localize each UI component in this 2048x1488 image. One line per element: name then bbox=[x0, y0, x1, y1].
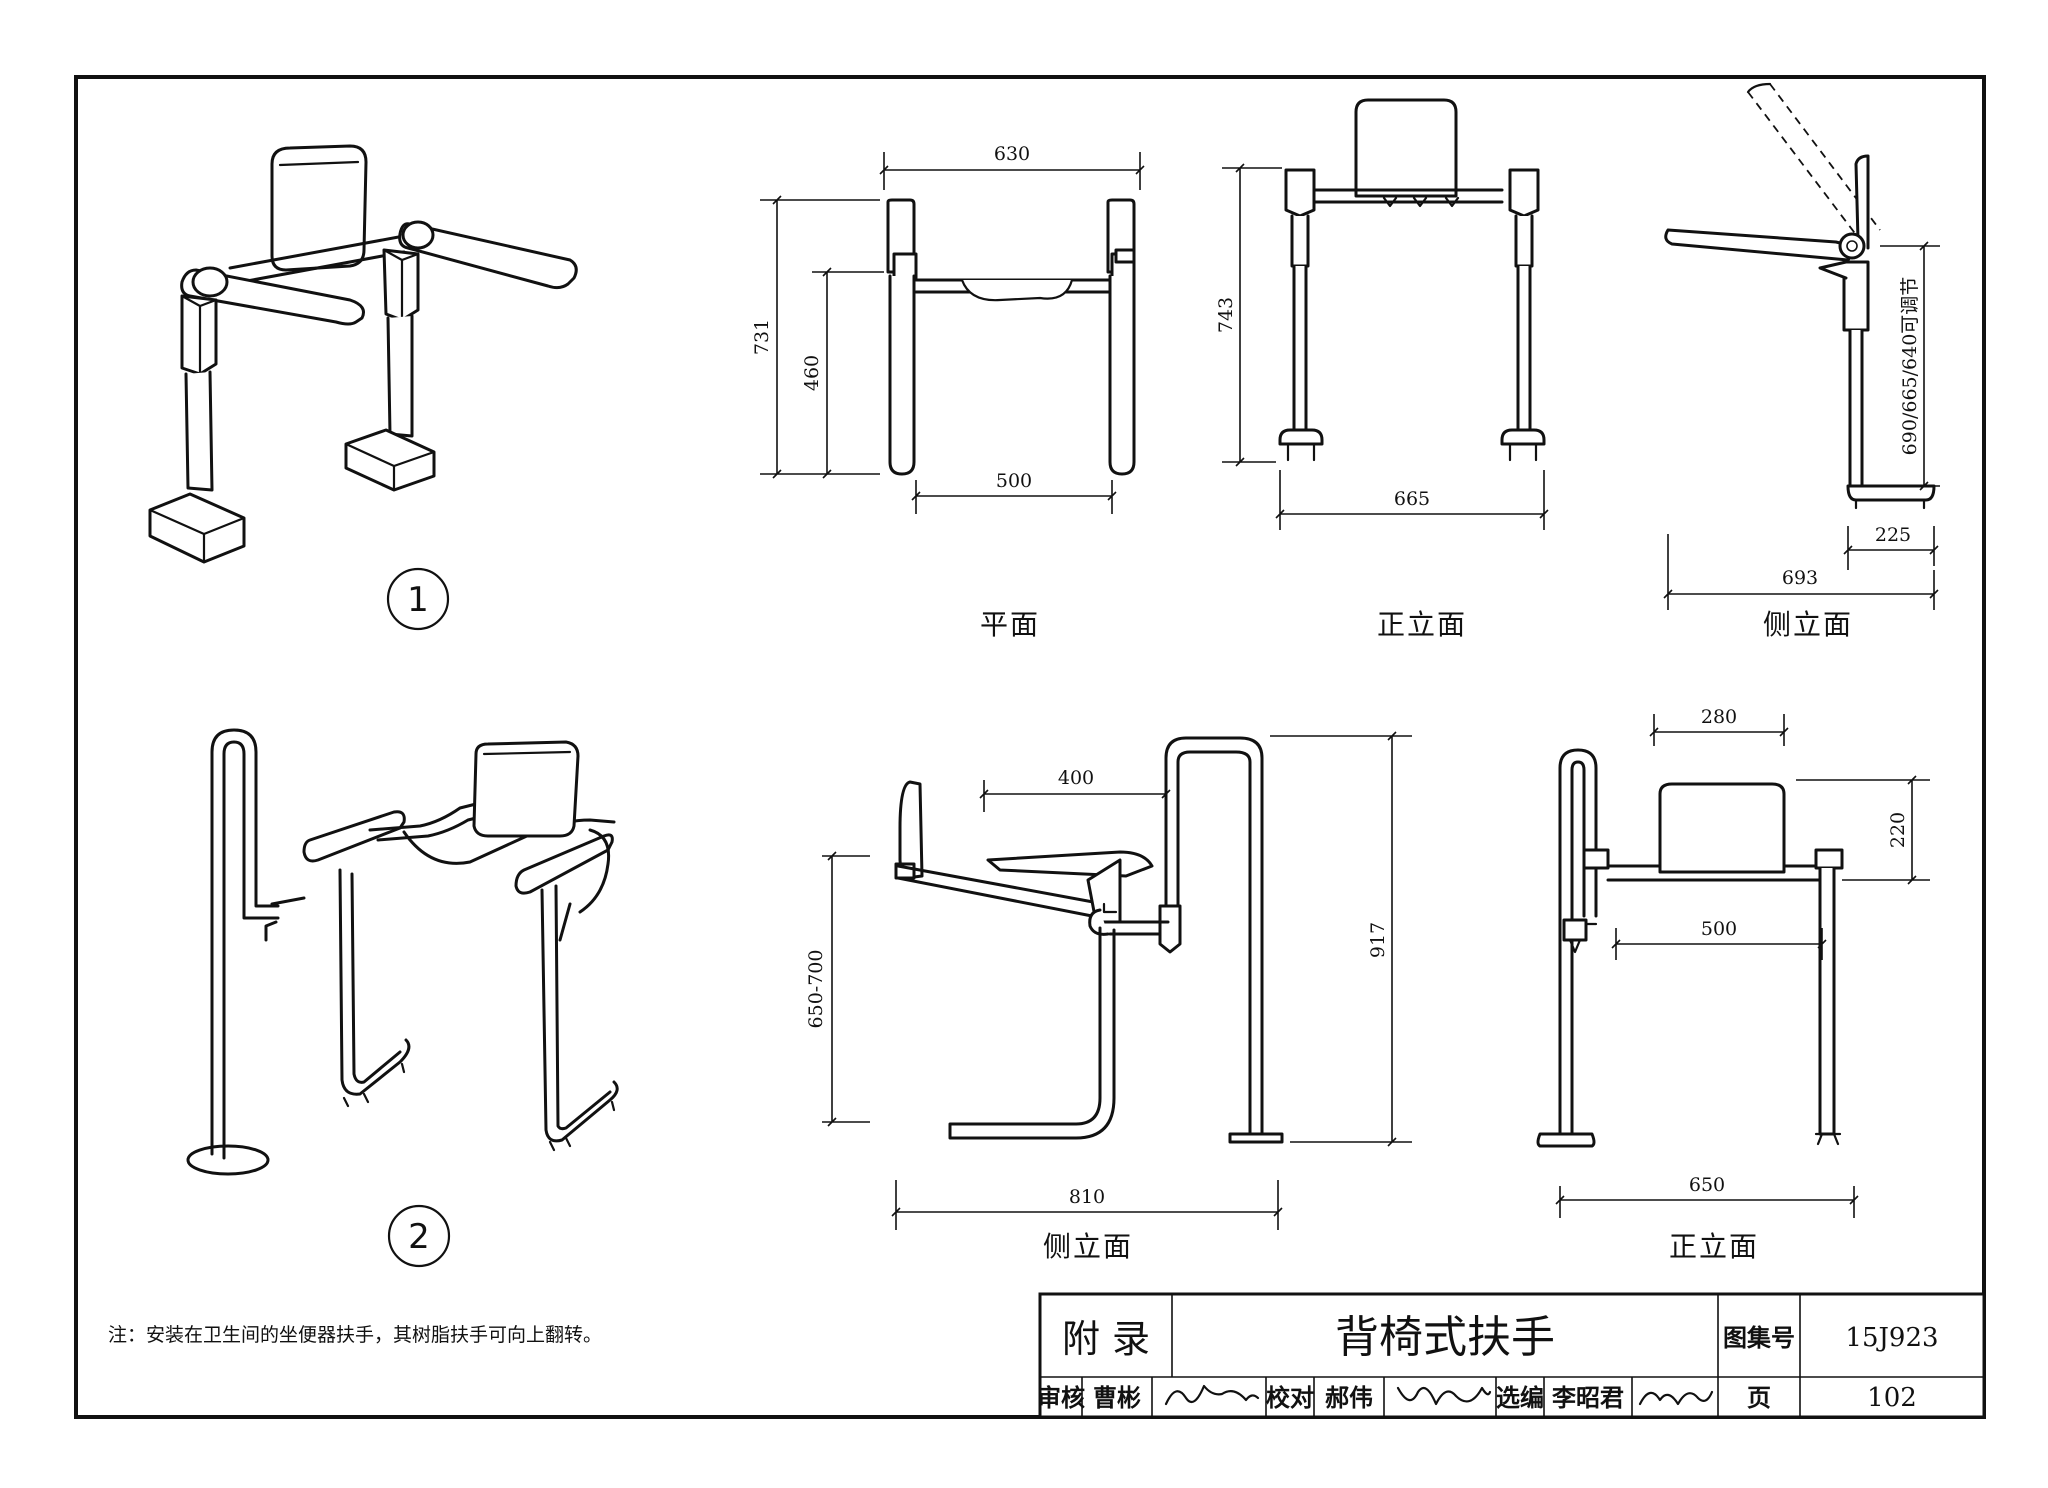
side-elevation-1 bbox=[1664, 82, 1936, 510]
tb-checker-signature bbox=[1396, 1386, 1492, 1406]
view-label-front-2: 正立面 bbox=[1669, 1230, 1759, 1263]
dim-650: 650 bbox=[1689, 1174, 1725, 1196]
dim-650-700: 650-700 bbox=[805, 950, 827, 1029]
tb-designer: 李昭君 bbox=[1552, 1384, 1624, 1412]
tb-checker: 郝伟 bbox=[1325, 1384, 1373, 1412]
side-elevation-2 bbox=[894, 736, 1284, 1144]
tb-title: 背椅式扶手 bbox=[1335, 1312, 1555, 1363]
dim-500-plan: 500 bbox=[996, 470, 1032, 492]
tb-atlas-no: 15J923 bbox=[1845, 1323, 1938, 1353]
tb-designer-signature bbox=[1638, 1390, 1714, 1406]
view-label-side-1: 侧立面 bbox=[1763, 608, 1853, 641]
marker-1: 1 bbox=[407, 580, 429, 620]
side2-dimensions: 400 917 650-700 810 bbox=[805, 731, 1412, 1230]
tb-design-label: 选编 bbox=[1496, 1384, 1544, 1412]
tb-check-label: 校对 bbox=[1266, 1384, 1314, 1412]
plan-dimensions: 630 731 460 500 bbox=[751, 143, 1145, 514]
dim-220: 220 bbox=[1887, 812, 1909, 848]
dim-731: 731 bbox=[751, 319, 773, 355]
dim-810: 810 bbox=[1069, 1186, 1105, 1208]
dim-693: 693 bbox=[1782, 567, 1818, 589]
dim-225: 225 bbox=[1875, 524, 1911, 546]
dim-690-665-640: 690/665/640可调节 bbox=[1899, 277, 1921, 456]
dim-500-front: 500 bbox=[1701, 918, 1737, 940]
front-elevation-1 bbox=[1278, 98, 1546, 462]
drawing-frame bbox=[74, 75, 1986, 1419]
dim-280: 280 bbox=[1701, 706, 1737, 728]
dim-743: 743 bbox=[1215, 297, 1237, 333]
tb-page-no: 102 bbox=[1867, 1383, 1917, 1413]
dim-400: 400 bbox=[1058, 767, 1094, 789]
isometric-view-1 bbox=[148, 144, 578, 564]
tb-section: 附 录 bbox=[1062, 1317, 1150, 1361]
plan-view bbox=[886, 198, 1136, 476]
side1-dimensions: 690/665/640可调节 225 693 bbox=[1663, 241, 1940, 610]
tb-page-label: 页 bbox=[1747, 1384, 1771, 1412]
front1-dimensions: 743 665 bbox=[1215, 163, 1549, 530]
marker-circle-2 bbox=[387, 1204, 451, 1268]
marker-circle-1 bbox=[386, 567, 450, 631]
view-label-front-1: 正立面 bbox=[1377, 608, 1467, 641]
dim-630: 630 bbox=[994, 143, 1030, 165]
dim-460: 460 bbox=[801, 355, 823, 391]
front2-dimensions: 280 220 500 650 bbox=[1555, 706, 1930, 1218]
view-label-plan: 平面 bbox=[980, 608, 1040, 641]
dim-917: 917 bbox=[1367, 922, 1389, 958]
tb-review-label: 审核 bbox=[1037, 1384, 1085, 1412]
marker-2: 2 bbox=[408, 1217, 430, 1257]
view-label-side-2: 侧立面 bbox=[1043, 1230, 1133, 1263]
tb-reviewer: 曹彬 bbox=[1093, 1384, 1141, 1412]
tb-reviewer-signature bbox=[1164, 1384, 1260, 1406]
tb-atlas-label: 图集号 bbox=[1723, 1324, 1795, 1352]
dim-665: 665 bbox=[1394, 488, 1430, 510]
note-text: 注：安装在卫生间的坐便器扶手，其树脂扶手可向上翻转。 bbox=[108, 1324, 602, 1346]
isometric-view-2 bbox=[186, 728, 619, 1176]
front-elevation-2 bbox=[1536, 748, 1844, 1148]
